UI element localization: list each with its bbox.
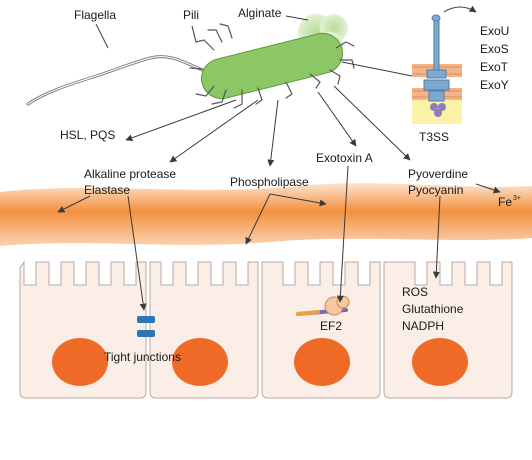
label-fe: Fe [498,195,512,209]
t3ss-apparatus [412,14,462,124]
label-t3ss: T3SS [419,130,449,144]
tight-junction [137,316,155,337]
labels: Flagella Pili Alginate ExoU ExoS ExoT Ex… [60,6,521,364]
label-pyocyanin: Pyocyanin [408,183,463,197]
label-elastase: Elastase [84,183,130,197]
label-exoy: ExoY [480,78,509,92]
label-exotoxin-a: Exotoxin A [316,151,373,165]
epithelial-cell-3 [261,261,381,399]
nucleus-1 [52,338,108,386]
label-pili: Pili [183,8,199,22]
label-alginate: Alginate [238,6,282,20]
nucleus-3 [294,338,350,386]
label-exou: ExoU [480,24,509,38]
label-nadph: NADPH [402,319,444,333]
label-alkaline-protease: Alkaline protease [84,167,176,181]
label-exos: ExoS [480,42,509,56]
bacterium-body [201,32,343,100]
nucleus-2 [172,338,228,386]
label-hsl-pqs: HSL, PQS [60,128,115,142]
bacterium [26,14,355,109]
label-glutathione: Glutathione [402,302,464,316]
label-exot: ExoT [480,60,509,74]
label-phospholipase: Phospholipase [230,175,309,189]
label-ef2: EF2 [320,319,342,333]
nucleus-4 [412,338,468,386]
pili-appendages [195,23,355,109]
label-tight-junctions: Tight junctions [104,350,181,364]
label-ros: ROS [402,285,428,299]
flagellum [26,55,214,106]
arrows [57,5,501,311]
epithelial-cells [19,260,513,399]
label-flagella: Flagella [74,8,116,22]
label-pyoverdine: Pyoverdine [408,167,468,181]
label-fe-charge: 3+ [513,195,521,202]
